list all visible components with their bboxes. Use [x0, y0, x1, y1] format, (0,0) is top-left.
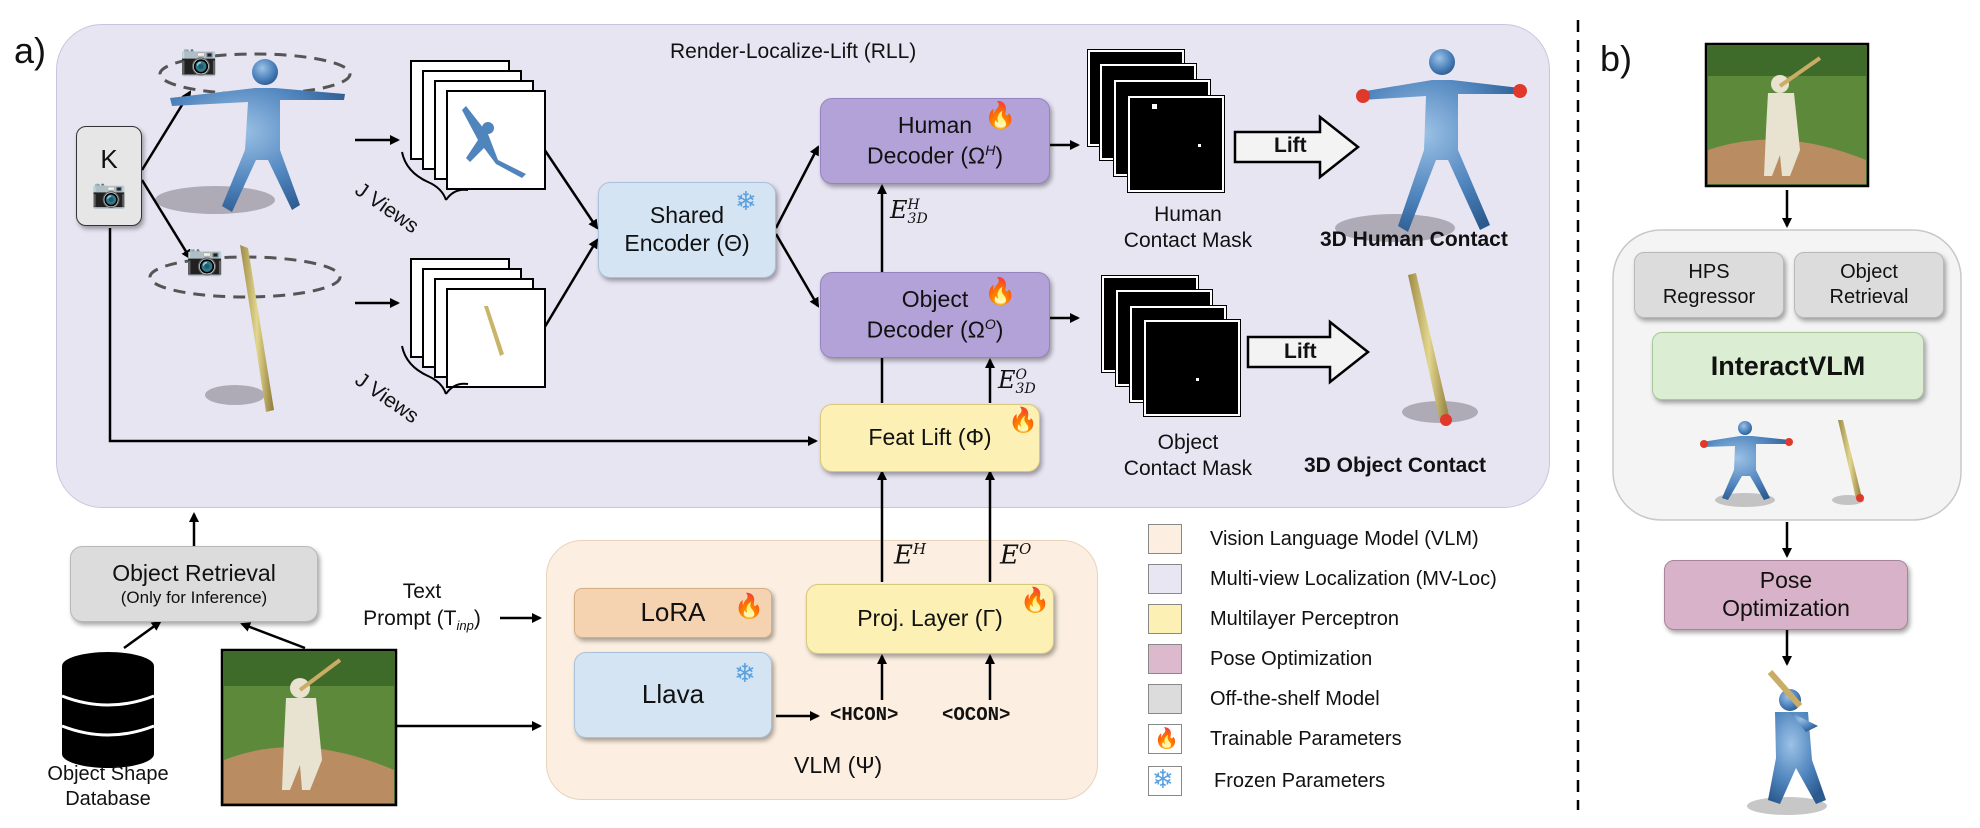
rll-panel — [56, 24, 1550, 508]
object-retrieval-box: Object Retrieval (Only for Inference) — [70, 546, 318, 622]
j-views-brace-top — [401, 151, 469, 201]
input-image-photo — [220, 648, 398, 807]
eo-label: EO — [1000, 540, 1032, 571]
human-contact-3d-label: 3D Human Contact — [1320, 228, 1508, 251]
lora-box: LoRA — [574, 588, 772, 638]
legend-label-mvloc: Multi-view Localization (MV-Loc) — [1210, 568, 1497, 590]
object-shape-db-label: Object Shape Database — [47, 763, 169, 810]
flame-icon-feat-lift: 🔥 — [1008, 407, 1038, 434]
human-decoder-label: Human Decoder (ΩH) — [867, 111, 1003, 169]
legend-swatch-frozen — [1148, 766, 1182, 796]
lora-label: LoRA — [640, 597, 706, 628]
lift-label-bottom: Lift — [1284, 340, 1317, 363]
rll-title: Render-Localize-Lift (RLL) — [670, 40, 917, 63]
j-views-brace-bottom — [401, 345, 469, 395]
camera-icon-top: 📷 — [180, 44, 218, 77]
flame-icon-human-decoder: 🔥 — [984, 100, 1017, 130]
hps-regressor-label: HPS Regressor — [1662, 261, 1756, 308]
object-contact-3d-label: 3D Object Contact — [1304, 454, 1487, 477]
shared-encoder-box: Shared Encoder (Θ) — [598, 182, 776, 278]
flame-icon-object-decoder: 🔥 — [984, 276, 1017, 306]
legend-swatch-pose-opt — [1148, 644, 1182, 674]
human-contact-mask-label: Human Contact Mask — [1123, 203, 1253, 253]
object-contact-mask-label: Object Contact Mask — [1123, 431, 1253, 481]
snowflake-icon-encoder: ❄ — [735, 186, 757, 216]
human-mesh-small — [1700, 421, 1793, 507]
legend-label-frozen: Frozen Parameters — [1214, 770, 1386, 792]
bat-mesh-small — [1832, 420, 1864, 505]
pose-optimization-box: Pose Optimization — [1664, 560, 1908, 630]
object-retrieval-sub: (Only for Inference) — [120, 587, 268, 607]
legend-swatch-mlp — [1148, 604, 1182, 634]
input-image-photo-b — [1704, 42, 1870, 188]
pose-optimization-label: Pose Optimization — [1722, 567, 1850, 621]
view-human-render — [462, 106, 526, 178]
lift-arrow-top — [1233, 114, 1361, 180]
vlm-label: VLM (Ψ) — [794, 752, 883, 778]
feat-lift-box: Feat Lift (Φ) — [820, 404, 1040, 472]
hcon-token: <HCON> — [830, 704, 899, 726]
view-bat-render — [484, 306, 504, 356]
feat-lift-label: Feat Lift (Φ) — [868, 424, 992, 451]
legend-label-offshelf: Off-the-shelf Model — [1210, 688, 1380, 710]
snowflake-icon-legend: ❄ — [1152, 764, 1174, 794]
flame-icon-lora: 🔥 — [734, 593, 764, 620]
database-icon — [61, 652, 155, 768]
legend-label-mlp: Multilayer Perceptron — [1210, 608, 1399, 630]
object-retrieval-b-label: Object Retrieval — [1829, 261, 1909, 308]
proj-layer-label: Proj. Layer (Γ) — [857, 605, 1003, 632]
camera-icon-k: 📷 — [91, 177, 127, 209]
legend-label-pose-opt: Pose Optimization — [1210, 648, 1373, 670]
lift-arrow-bottom — [1246, 319, 1371, 385]
llava-label: Llava — [641, 679, 705, 710]
interactvlm-label: InteractVLM — [1710, 350, 1866, 381]
bat-mesh-contact — [1402, 273, 1478, 426]
text-prompt-label: Text Prompt (Tinp) — [363, 580, 481, 634]
panel-a-label: a) — [14, 30, 47, 71]
legend-swatch-mvloc — [1148, 564, 1182, 594]
hps-regressor-box: HPS Regressor — [1634, 252, 1784, 318]
object-retrieval-title: Object Retrieval — [112, 560, 276, 586]
proj-layer-box: Proj. Layer (Γ) — [806, 584, 1054, 654]
k-label: K — [100, 144, 118, 175]
object-decoder-label: Object Decoder (ΩO) — [866, 285, 1004, 343]
human-mesh-top — [155, 59, 345, 214]
legend-label-trainable: Trainable Parameters — [1210, 728, 1402, 750]
snowflake-icon-llava: ❄ — [734, 658, 756, 688]
flame-icon-legend: 🔥 — [1154, 728, 1179, 750]
camera-icon-bottom: 📷 — [186, 244, 224, 277]
flame-icon-proj-layer: 🔥 — [1020, 587, 1050, 614]
human-decoder-box: Human Decoder (ΩH) — [820, 98, 1050, 184]
legend-swatch-trainable — [1148, 724, 1182, 754]
object-retrieval-b-box: Object Retrieval — [1794, 252, 1944, 318]
shared-encoder-label: Shared Encoder (Θ) — [624, 202, 750, 256]
panel-b-label: b) — [1600, 38, 1633, 79]
output-human-pose — [1747, 670, 1827, 815]
ocon-token: <OCON> — [942, 704, 1011, 726]
legend-swatch-offshelf — [1148, 684, 1182, 714]
legend-label-vlm: Vision Language Model (VLM) — [1210, 528, 1479, 550]
human-mesh-contact — [1335, 49, 1527, 242]
bat-mesh-left — [205, 245, 274, 412]
camera-k-box: K 📷 — [76, 126, 142, 226]
interactvlm-box: InteractVLM — [1652, 332, 1924, 400]
object-decoder-box: Object Decoder (ΩO) — [820, 272, 1050, 358]
llava-box: Llava — [574, 652, 772, 738]
eh-label: EH — [894, 540, 927, 571]
legend-swatch-vlm — [1148, 524, 1182, 554]
lift-label-top: Lift — [1274, 134, 1307, 157]
